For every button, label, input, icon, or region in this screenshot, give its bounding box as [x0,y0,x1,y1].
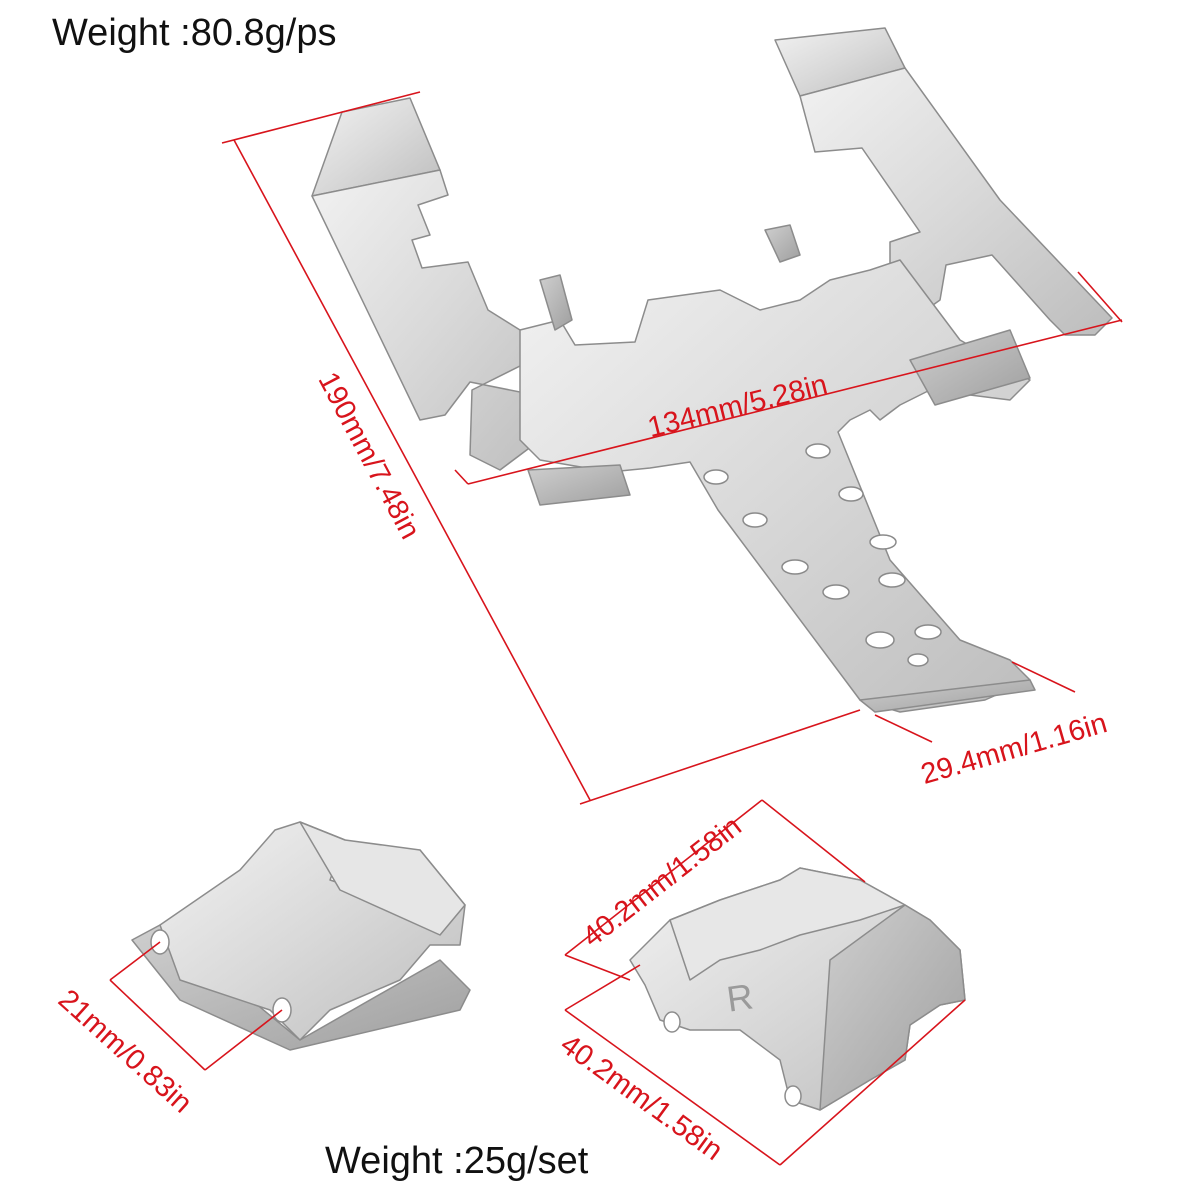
right-guard-eyelet [663,1011,681,1033]
skid-hole [781,559,809,575]
dim-ext-right-guard-top-b [761,799,866,883]
left-guard-fold [299,821,466,936]
skid-left-fold [527,464,631,506]
right-guard-side [819,904,966,1111]
skid-hole [742,512,768,528]
skid-hole [907,653,929,667]
left-axle-guard [131,821,471,1051]
skid-mid-tab-right [764,224,801,263]
skid-hole [914,624,942,640]
right-guard-eyelet [784,1085,802,1107]
skid-hole [703,469,729,485]
skid-tail-edge [859,679,1036,713]
weight-axle-guards: Weight :25g/set [325,1140,589,1182]
skid-holes [703,443,942,667]
dim-line-tail [1011,661,1076,693]
dimension-lines [109,91,1123,1166]
dim-ext-left-guard-a [109,941,161,981]
dim-line-right-guard-top [564,799,763,956]
dim-line-right-guard-side [564,1009,781,1166]
weight-skid-plate: Weight :80.8g/ps [52,12,337,54]
dim-ext-width-right [1077,271,1123,323]
skid-mid-tab-left [539,274,573,331]
dim-ext-length-bottom [579,709,861,805]
skid-hole [822,584,850,600]
skid-hole [805,443,831,459]
skid-hole [869,534,897,550]
right-axle-guard [629,867,966,1111]
skid-right-arm [799,67,1113,336]
skid-front-fold [909,329,1031,406]
skid-center-plate [519,259,1031,713]
dim-line-length [233,139,591,801]
dim-ext-length-top [221,91,421,144]
skid-hole [838,486,864,502]
dim-line-tail-2 [874,714,933,743]
dim-line-width [467,319,1123,485]
skid-plate [311,27,1113,713]
skid-hole [878,572,906,588]
skid-hole [865,631,895,649]
dim-ext-right-guard-side-b [779,999,966,1166]
right-guard-top [669,867,906,981]
dim-ext-right-guard-side-a [564,964,641,1011]
dim-ext-width-left [454,469,469,485]
dim-ext-left-guard-b [204,1009,283,1071]
dim-line-left-guard [109,979,206,1071]
dim-ext-right-guard-top-a [564,954,631,981]
